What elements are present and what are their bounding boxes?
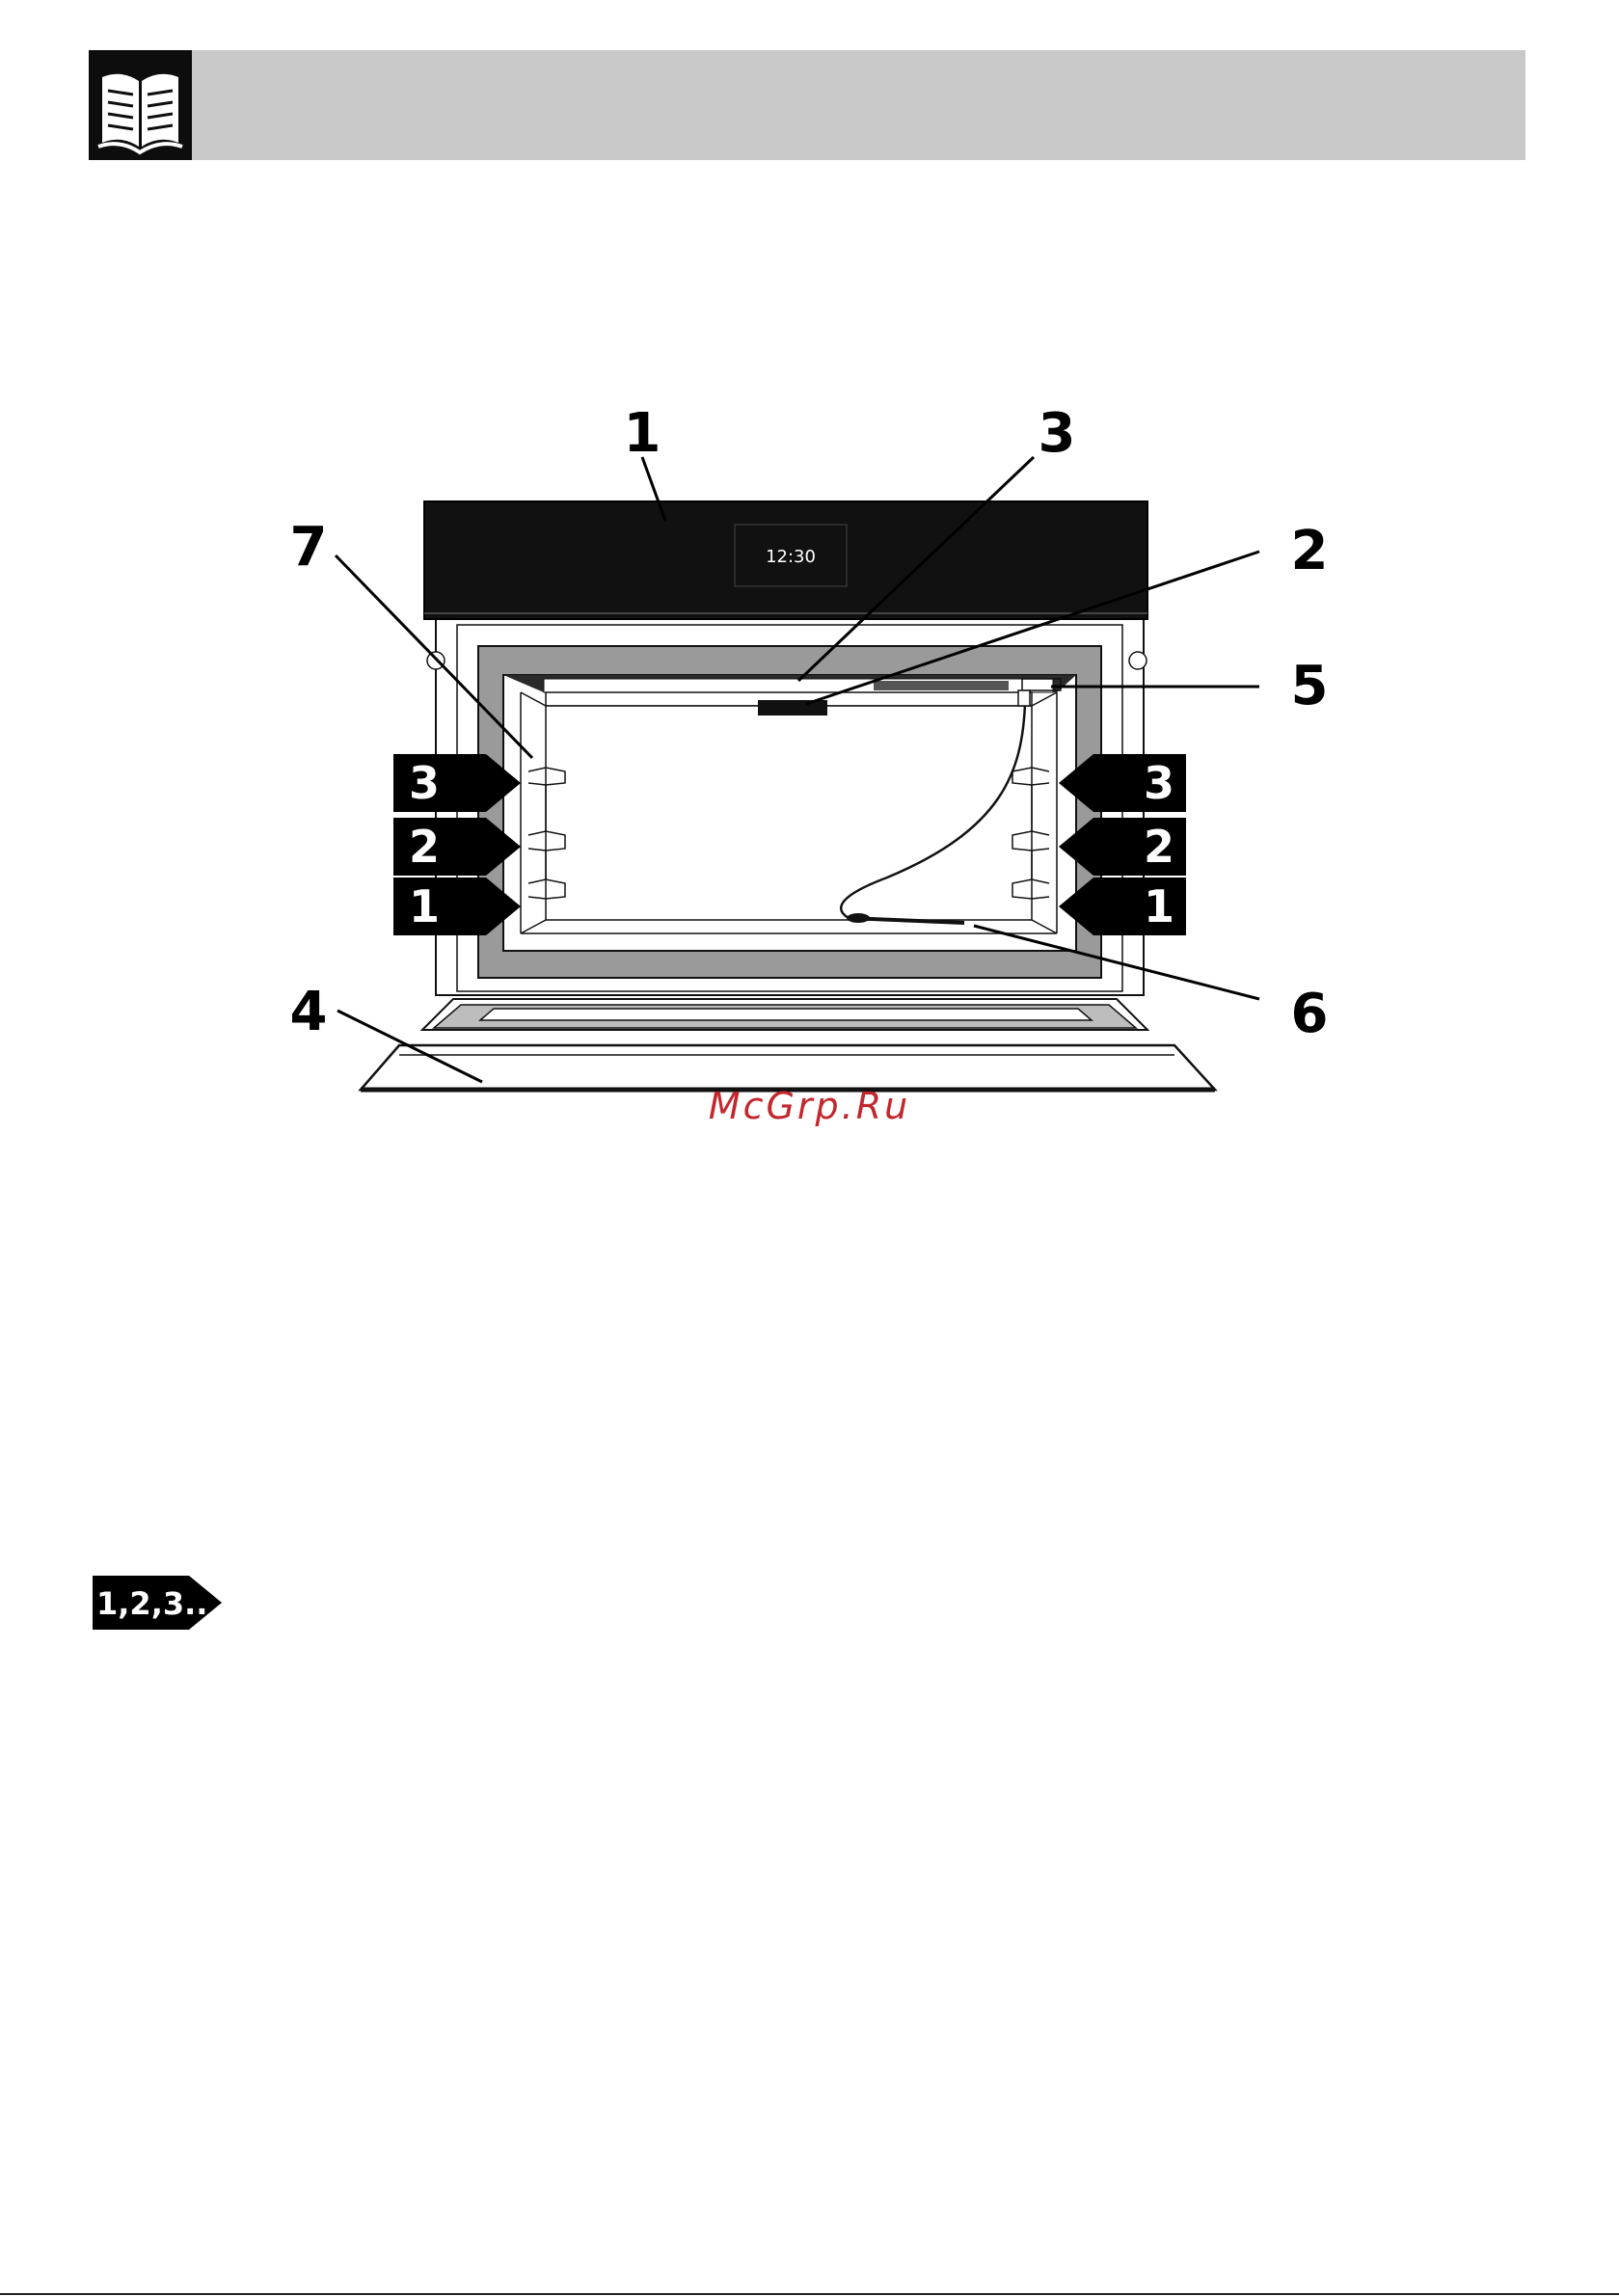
callout-1: 1 [624,402,661,465]
sequence-tag-label: 1,2,3.. [96,1585,207,1622]
callout-6: 6 [1291,983,1329,1045]
fan-grille [874,681,1009,690]
shelf-level-right-3: 3 [1144,757,1174,809]
shelf-level-right-2: 2 [1144,821,1174,873]
shelf-level-left-1: 1 [409,880,440,932]
shelf-level-left-3: 3 [409,757,440,809]
footer-rule [0,2293,1619,2295]
callout-4: 4 [290,981,328,1043]
sequence-tag: 1,2,3.. [93,1576,224,1630]
shelf-level-left-2: 2 [409,821,440,873]
control-panel: 12:30 [424,501,1147,619]
callout-2: 2 [1291,520,1329,582]
display-time: 12:30 [766,547,816,567]
oven-cavity [503,675,1076,933]
callout-3: 3 [1039,402,1076,465]
oven-door-base [361,999,1215,1090]
callout-5: 5 [1291,655,1329,717]
oven-diagram: 12:30 3 2 1 3 2 1 1 2 3 4 5 6 7 [0,0,1619,1157]
callout-7: 7 [290,516,328,579]
oven-lamp [758,700,827,716]
watermark: McGrp.Ru [0,1085,1619,1127]
shelf-level-right-1: 1 [1144,880,1174,932]
